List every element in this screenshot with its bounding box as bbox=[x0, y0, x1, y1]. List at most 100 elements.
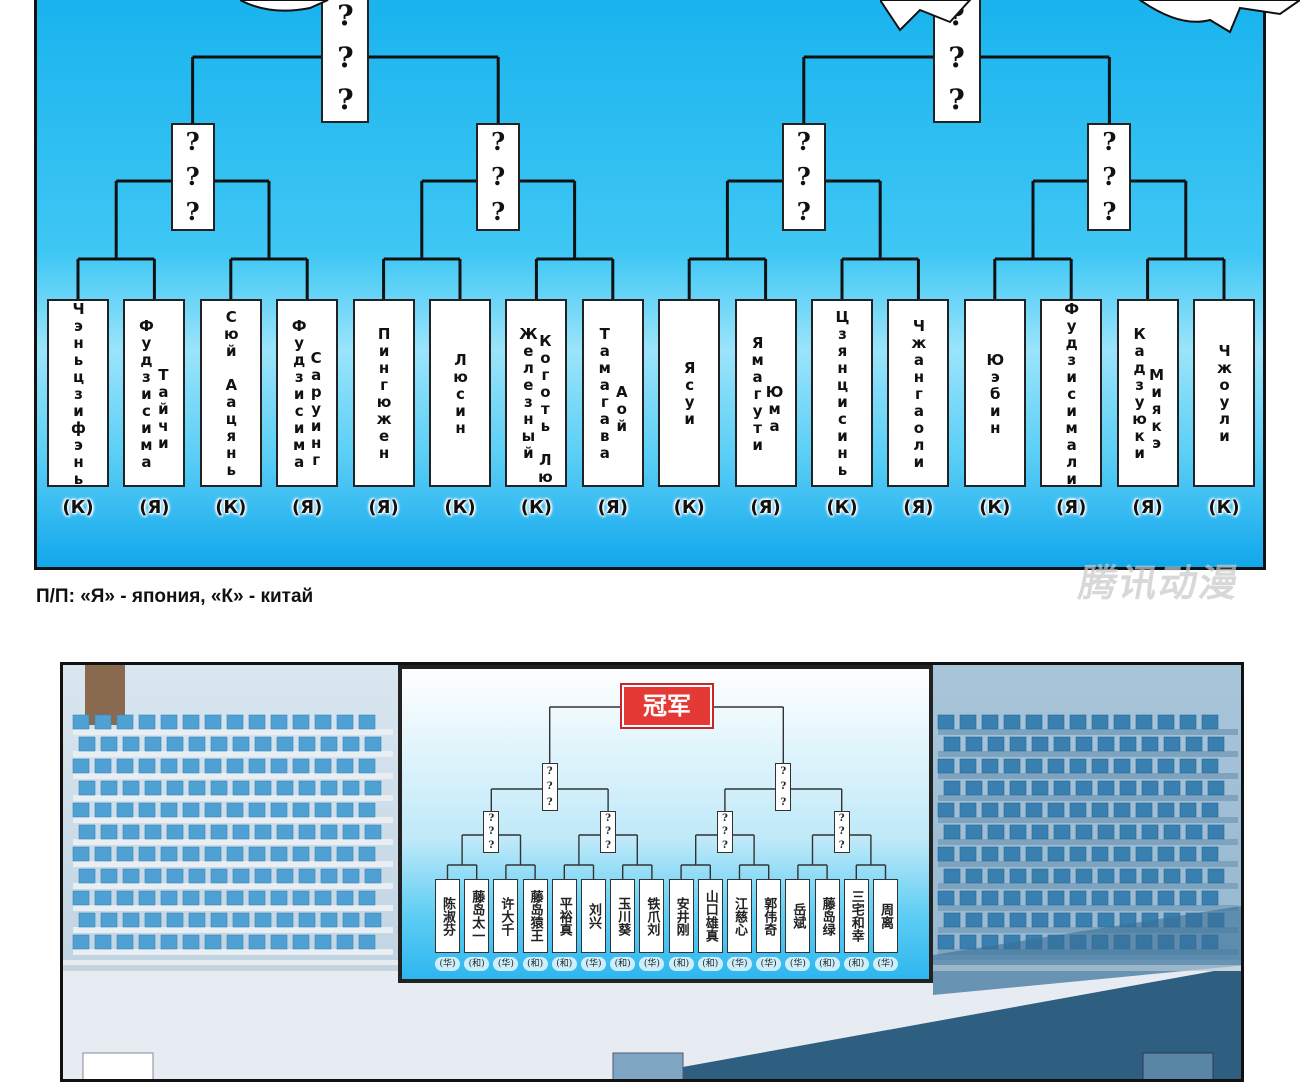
question-mark: ? bbox=[721, 839, 728, 851]
quarterfinal-unknown-box: ??? bbox=[833, 811, 850, 853]
country-flag-label: (К) bbox=[826, 497, 858, 518]
entrant-name-box: 平裕真 bbox=[551, 879, 577, 953]
question-mark: ? bbox=[948, 83, 965, 116]
country-flag-label: (Я) bbox=[903, 497, 934, 518]
question-mark: ? bbox=[491, 161, 506, 191]
entrant-name-box: 三宅和幸 bbox=[843, 879, 869, 953]
entrant-name-box: 藤岛猿王 bbox=[522, 879, 548, 953]
question-mark: ? bbox=[185, 127, 200, 157]
question-mark: ? bbox=[796, 161, 811, 191]
question-mark: ? bbox=[488, 839, 495, 851]
question-mark: ? bbox=[780, 796, 787, 808]
semifinal-unknown-box: ??? bbox=[321, 0, 370, 123]
entrant-name: 三宅和幸 bbox=[848, 890, 864, 942]
question-mark: ? bbox=[721, 826, 728, 838]
country-flag-label: (和) bbox=[843, 957, 869, 971]
question-mark: ? bbox=[780, 766, 787, 778]
country-flag-label: (华) bbox=[785, 957, 811, 971]
entrant-name: 周离 bbox=[878, 903, 893, 929]
entrant-name: Фудзисима bbox=[137, 316, 156, 470]
entrant-name: Люсин bbox=[451, 350, 470, 436]
entrant-name: 铁爪刘 bbox=[644, 896, 660, 936]
entrant-name: Чэньцзифэнь bbox=[69, 299, 88, 487]
quarterfinal-unknown-box: ??? bbox=[781, 123, 826, 231]
entrant-name: 许大千 bbox=[498, 896, 514, 936]
quarterfinal-unknown-box: ??? bbox=[1087, 123, 1132, 231]
entrant-name: 玉川葵 bbox=[615, 896, 631, 936]
entrant-name: 江慈心 bbox=[732, 896, 747, 936]
entrant-name: 平裕真 bbox=[556, 896, 572, 936]
entrant-name-box: 陈淑芬 bbox=[435, 879, 460, 953]
entrant-name-box: Пингюжен bbox=[352, 299, 415, 487]
country-flag-label: (К) bbox=[979, 497, 1011, 518]
question-mark: ? bbox=[1102, 127, 1117, 157]
question-mark: ? bbox=[546, 796, 553, 808]
entrant-name: Аой bbox=[612, 382, 631, 434]
entrant-name-box: 铁爪刘 bbox=[639, 879, 665, 953]
semifinal-unknown-box: ??? bbox=[541, 763, 558, 811]
entrant-name: 刘兴 bbox=[586, 903, 601, 929]
entrant-name: Ямагути bbox=[748, 333, 767, 453]
entrant-name: Юма bbox=[765, 382, 784, 434]
country-flag-label: (华) bbox=[756, 957, 782, 971]
entrant-name-box: 周离 bbox=[873, 879, 898, 953]
entrant-name: Ясуи bbox=[680, 359, 699, 427]
country-flag-label: (华) bbox=[639, 957, 665, 971]
speech-bubble-left bbox=[240, 0, 329, 12]
entrant-name: Фудзисимали bbox=[1062, 299, 1081, 487]
question-mark: ? bbox=[488, 826, 495, 838]
entrant-name: Сюй Аацянь bbox=[222, 308, 241, 478]
entrant-name: Железный bbox=[519, 325, 538, 461]
country-flag-label: (和) bbox=[551, 957, 577, 971]
entrant-name: Чжангаоли bbox=[909, 316, 928, 470]
entrant-name-box: 玉川葵 bbox=[610, 879, 636, 953]
country-flag-label: (华) bbox=[435, 957, 460, 971]
entrant-name: 山口雄真 bbox=[702, 890, 718, 942]
scoreboard-screen: 冠军 ??????????????????陈淑芬(华)藤岛太一(和)许大千(华)… bbox=[398, 665, 933, 983]
question-mark: ? bbox=[948, 41, 965, 74]
entrant-name-box: Юэбин bbox=[963, 299, 1026, 487]
question-mark: ? bbox=[337, 0, 354, 32]
question-mark: ? bbox=[488, 813, 495, 825]
country-flag-label: (和) bbox=[668, 957, 694, 971]
question-mark: ? bbox=[838, 813, 845, 825]
entrant-name: Чжоули bbox=[1215, 342, 1234, 444]
entrant-name-box: Ясуи bbox=[658, 299, 721, 487]
country-flag-label: (К) bbox=[1208, 497, 1240, 518]
entrant-name-box: 许大千 bbox=[493, 879, 519, 953]
entrant-name: 郭伟奇 bbox=[761, 896, 777, 936]
country-flag-label: (华) bbox=[727, 957, 752, 971]
country-flag-label: (华) bbox=[493, 957, 519, 971]
entrant-name: 藤岛猿王 bbox=[527, 890, 543, 942]
quarterfinal-unknown-box: ??? bbox=[170, 123, 215, 231]
question-mark: ? bbox=[838, 839, 845, 851]
entrant-name: Саруинг bbox=[307, 348, 326, 468]
country-flag-label: (华) bbox=[873, 957, 898, 971]
country-flag-label: (华) bbox=[581, 957, 606, 971]
entrant-name: 藤岛太一 bbox=[469, 890, 485, 942]
entrant-name: Юэбин bbox=[986, 350, 1005, 436]
country-flag-label: (Я) bbox=[1132, 497, 1163, 518]
entrant-name-box: Сюй Аацянь bbox=[199, 299, 262, 487]
quarterfinal-unknown-box: ??? bbox=[600, 811, 617, 853]
question-mark: ? bbox=[185, 161, 200, 191]
country-flag-label: (К) bbox=[215, 497, 247, 518]
question-mark: ? bbox=[796, 196, 811, 226]
entrant-name-box: 藤岛绿 bbox=[814, 879, 840, 953]
country-flag-label: (和) bbox=[464, 957, 490, 971]
entrant-name: Коготь Лю bbox=[536, 331, 555, 485]
champion-label: 冠军 bbox=[620, 683, 714, 729]
question-mark: ? bbox=[1102, 196, 1117, 226]
entrant-name-box: Цзянцисинь bbox=[811, 299, 873, 487]
entrant-name-box: 安井刚 bbox=[668, 879, 694, 953]
watermark-logo: 腾讯动漫 bbox=[1075, 561, 1244, 605]
top-bracket-panel: ??????????????????Чэньцзифэнь(К)Фудзисим… bbox=[34, 0, 1266, 570]
country-flag-label: (Я) bbox=[139, 497, 170, 518]
country-flag-label: (Я) bbox=[597, 497, 628, 518]
entrant-name-box: Чжангаоли bbox=[887, 299, 950, 487]
question-mark: ? bbox=[780, 781, 787, 793]
